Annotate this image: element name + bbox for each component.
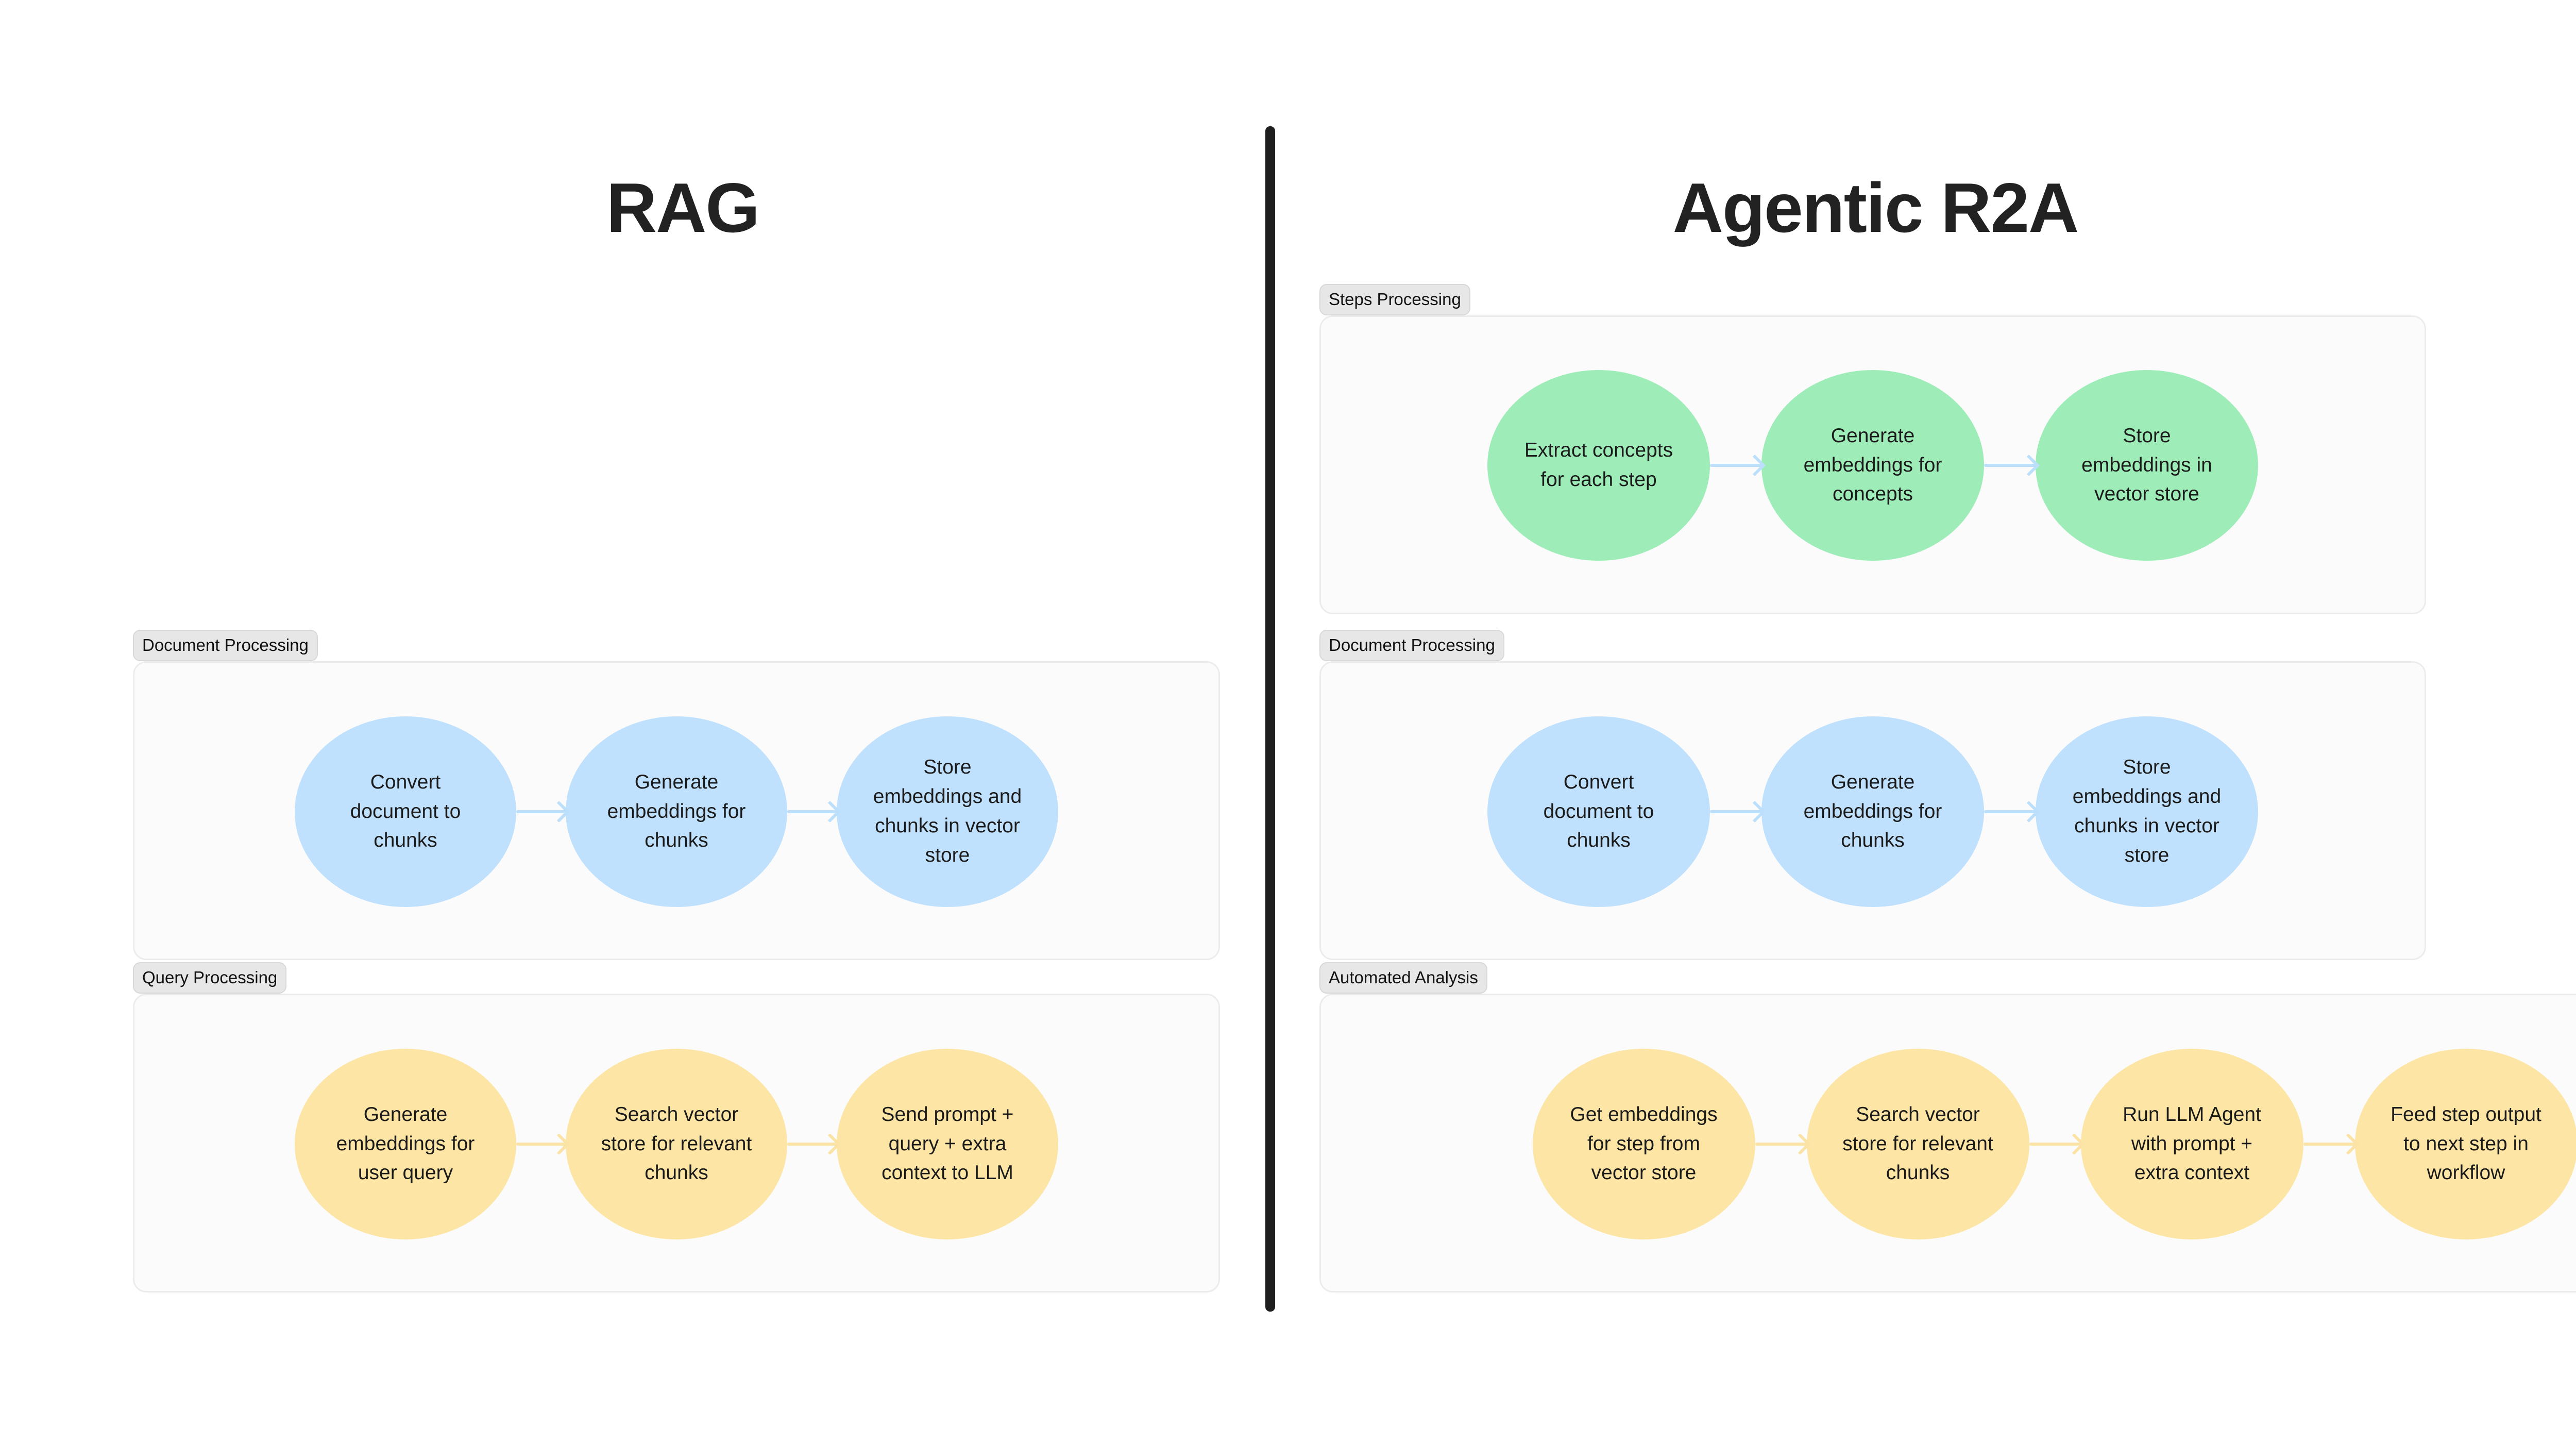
flow-arrow-icon xyxy=(2029,1133,2085,1155)
arrow-shaft xyxy=(787,1143,837,1146)
panel-divider xyxy=(1265,126,1275,1312)
page-title-agentic-r2a: Agentic R2A xyxy=(1672,169,2079,247)
arrow-shaft xyxy=(1755,1143,1807,1146)
arrow-shaft xyxy=(1984,810,2036,813)
arrow-shaft xyxy=(1710,464,1761,467)
subgraph-label-r2a-steps-processing: Steps Processing xyxy=(1319,284,1470,315)
flow-arrow-icon xyxy=(2303,1133,2359,1155)
subgraph-label-rag-query-processing: Query Processing xyxy=(133,962,287,994)
subgraph-label-r2a-document-processing: Document Processing xyxy=(1319,630,1504,661)
arrow-shaft xyxy=(2029,1143,2081,1146)
subgraph-label-rag-document-processing: Document Processing xyxy=(133,630,318,661)
page-title-rag: RAG xyxy=(606,169,760,247)
flow-arrow-icon xyxy=(1984,800,2040,823)
flow-arrow-icon xyxy=(1755,1133,1811,1155)
arrow-shaft xyxy=(516,810,566,813)
flow-arrow-icon xyxy=(1984,454,2040,477)
flow-arrow-icon xyxy=(516,800,570,823)
flow-arrow-icon xyxy=(787,800,841,823)
arrow-shaft xyxy=(787,810,837,813)
flow-arrow-icon xyxy=(787,1133,841,1155)
flow-arrow-icon xyxy=(1710,800,1766,823)
subgraph-label-r2a-automated-analysis: Automated Analysis xyxy=(1319,962,1487,994)
arrow-shaft xyxy=(2303,1143,2355,1146)
arrow-shaft xyxy=(516,1143,566,1146)
arrow-shaft xyxy=(1710,810,1761,813)
flow-arrow-icon xyxy=(516,1133,570,1155)
arrow-shaft xyxy=(1984,464,2036,467)
flow-arrow-icon xyxy=(1710,454,1766,477)
